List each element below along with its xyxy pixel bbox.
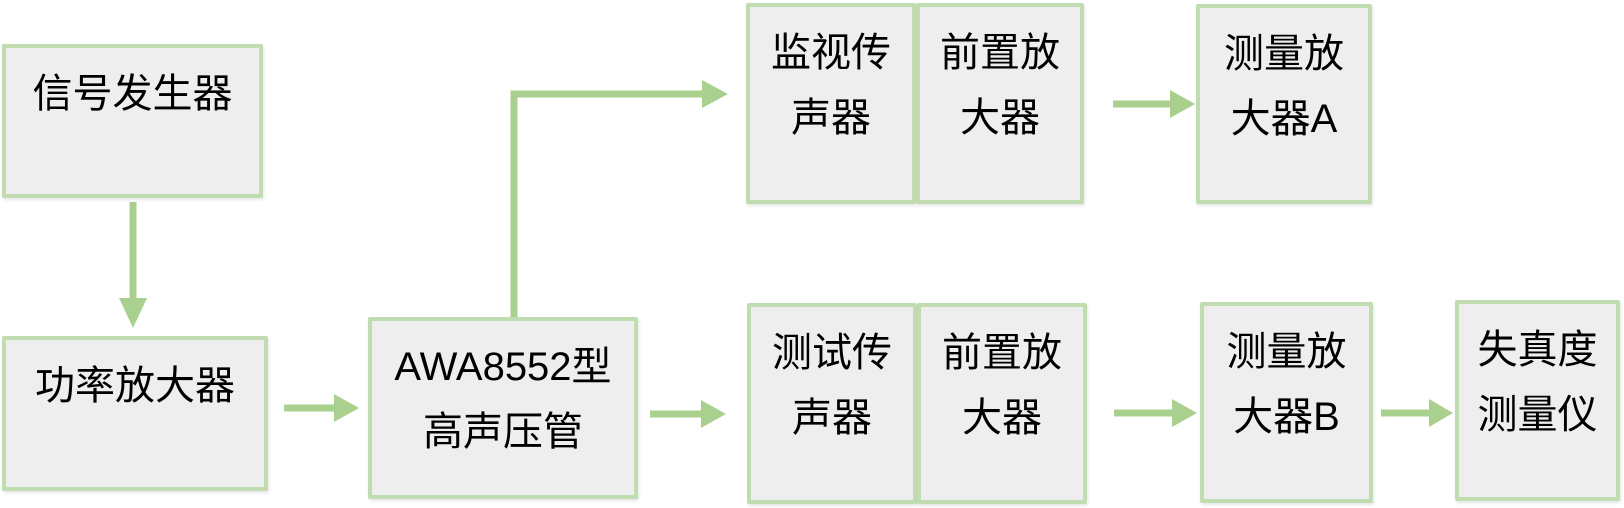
node-label: AWA8552型	[394, 345, 612, 389]
node-label: 信号发生器	[32, 72, 233, 116]
node-measuring-amplifier-b: 测量放 大器B	[1200, 302, 1373, 503]
node-distortion-meter: 失真度 测量仪	[1455, 300, 1620, 501]
arrow-awa-to-test	[650, 400, 726, 428]
node-label: 监视传	[771, 31, 891, 75]
node-label: 大器	[962, 396, 1042, 440]
node-label: 大器	[960, 96, 1040, 140]
node-label: 测量放	[1226, 330, 1347, 374]
node-label: 前置放	[940, 31, 1060, 75]
arrow-amp-b-to-distortion	[1381, 399, 1453, 427]
arrow-preamp-bottom-to-amp-b	[1114, 399, 1197, 427]
arrow-preamp-top-to-amp-a	[1113, 90, 1195, 118]
node-label: 声器	[791, 96, 871, 140]
arrow-signal-to-power	[119, 202, 147, 328]
node-label: 大器B	[1233, 395, 1340, 439]
arrow-awa-to-monitor	[510, 80, 728, 317]
node-label: 功率放大器	[35, 364, 235, 408]
node-label: 测量仪	[1477, 393, 1598, 437]
node-measuring-amplifier-a: 测量放 大器A	[1196, 4, 1372, 204]
arrow-power-to-awa	[284, 394, 359, 422]
node-label: 大器A	[1230, 97, 1338, 141]
node-preamp-bottom: 前置放 大器	[917, 303, 1087, 504]
node-preamp-top: 前置放 大器	[916, 3, 1084, 204]
node-monitor-microphone: 监视传 声器	[746, 3, 916, 204]
node-label: 前置放	[942, 331, 1062, 375]
node-power-amplifier: 功率放大器	[2, 336, 268, 491]
node-test-microphone: 测试传 声器	[747, 303, 917, 504]
node-label: 测量放	[1224, 32, 1344, 76]
node-label: 声器	[792, 396, 872, 440]
node-label: 高声压管	[423, 410, 583, 454]
node-label: 测试传	[772, 331, 892, 375]
node-label: 失真度	[1477, 328, 1598, 372]
node-awa8552-tube: AWA8552型 高声压管	[368, 317, 638, 499]
node-signal-generator: 信号发生器	[2, 44, 263, 198]
